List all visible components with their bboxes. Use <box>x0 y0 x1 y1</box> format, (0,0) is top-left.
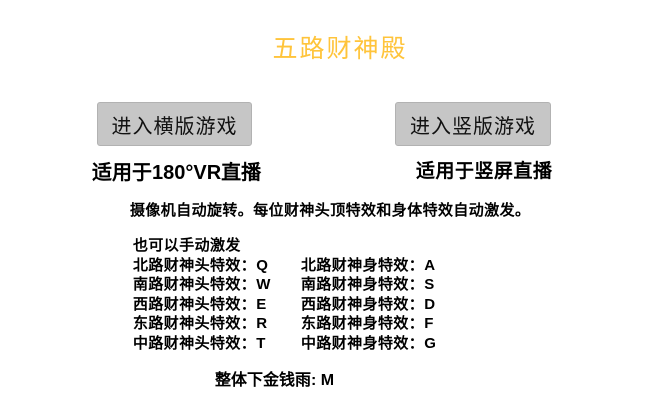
manual-heading: 也可以手动激发 <box>133 237 241 254</box>
manual-shortcuts-column-head: 也可以手动激发 北路财神头特效：Q 南路财神头特效：W 西路财神头特效：E 东路… <box>133 236 271 353</box>
auto-effects-description: 摄像机自动旋转。每位财神头顶特效和身体特效自动激发。 <box>130 202 531 219</box>
shortcut-body-item: 中路财神身特效：G <box>301 334 437 352</box>
shortcut-body-item: 南路财神身特效：S <box>301 276 435 293</box>
enter-horizontal-game-button[interactable]: 进入横版游戏 <box>97 102 252 146</box>
shortcut-body-item: 北路财神身特效：A <box>301 256 436 274</box>
page-title: 五路财神殿 <box>272 35 408 63</box>
horizontal-button-caption: 适用于180°VR直播 <box>92 162 262 184</box>
shortcut-head-item: 东路财神头特效：R <box>133 315 268 332</box>
shortcut-body-item: 西路财神身特效：D <box>301 295 436 313</box>
shortcut-head-item: 北路财神头特效：Q <box>133 256 269 274</box>
shortcut-head-item: 西路财神头特效：E <box>133 295 267 313</box>
shortcut-body-item: 东路财神身特效：F <box>301 315 434 332</box>
money-rain-shortcut: 整体下金钱雨: M <box>215 372 335 389</box>
shortcut-head-item: 中路财神头特效：T <box>133 334 266 352</box>
shortcut-head-item: 南路财神头特效：W <box>133 276 271 293</box>
manual-shortcuts-column-body: 北路财神身特效：A 南路财神身特效：S 西路财神身特效：D 东路财神身特效：F … <box>301 256 436 354</box>
vertical-button-caption: 适用于竖屏直播 <box>416 161 553 182</box>
enter-vertical-game-button[interactable]: 进入竖版游戏 <box>395 102 551 146</box>
